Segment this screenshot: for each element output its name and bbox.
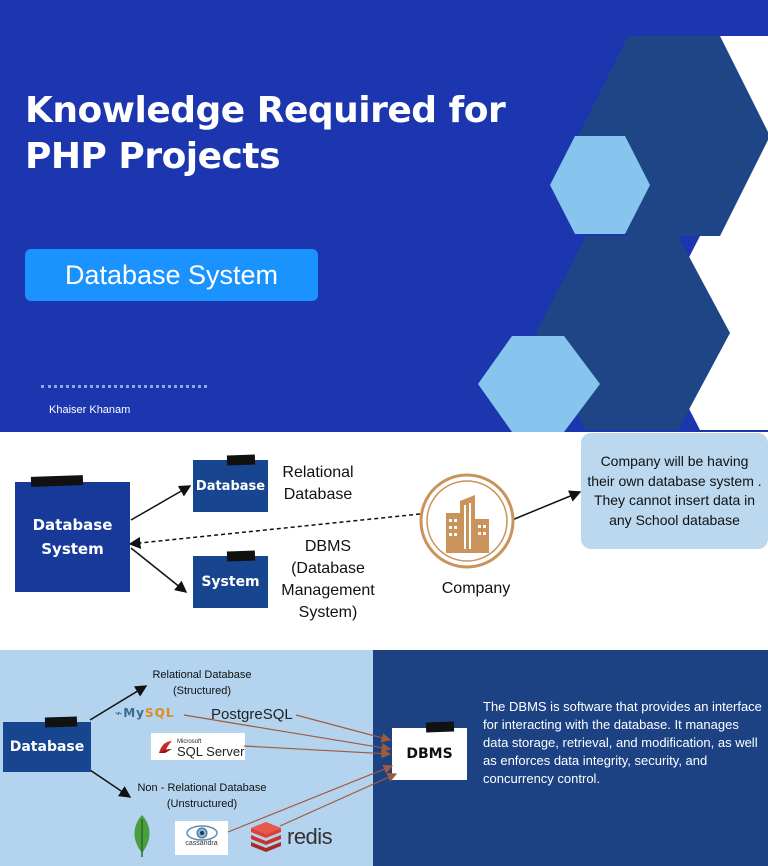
- eye-icon: [185, 825, 218, 841]
- logo-to-dbms-arrows: [183, 714, 398, 833]
- nonrelational-unstructured-label: Non - Relational Database (Unstructured): [137, 782, 267, 810]
- arrow-to-nonrelational: [89, 769, 132, 798]
- database-system-label: Database System: [32, 516, 113, 558]
- relational-structured-label: Relational Database (Structured): [152, 669, 252, 697]
- database-system-diagram: Database System Database Relational Data…: [0, 432, 768, 650]
- tech-connectors: [89, 685, 148, 798]
- redis-logo: redis: [249, 822, 333, 852]
- company-label: Company: [441, 580, 511, 597]
- mysql-logo: ⌁MySQL: [115, 706, 175, 720]
- arrow-mysql-dbms: [183, 714, 392, 753]
- leaf-icon: [134, 815, 150, 857]
- building-icon: [419, 473, 515, 569]
- dbms-box-label: DBMS: [406, 746, 453, 762]
- arrow-redis-dbms: [279, 773, 398, 827]
- postgresql-logo: PostgreSQL: [211, 706, 293, 723]
- arrow-to-system: [130, 547, 188, 593]
- dbms-box: DBMS: [392, 721, 467, 780]
- database-tag: Database: [3, 716, 91, 772]
- arrow-to-relational: [89, 685, 148, 721]
- system-label: System: [201, 574, 260, 590]
- redis-cube-icon: [251, 822, 281, 852]
- dbms-panel: DBMS The DBMS is software that provides …: [373, 650, 768, 866]
- tape-strip: [226, 550, 256, 562]
- hexagon-decoration: [478, 36, 768, 432]
- dotted-divider: [41, 385, 207, 388]
- database-box: Database: [193, 454, 268, 512]
- arrow-to-database: [130, 485, 192, 521]
- relational-database-label: Relational Database: [282, 464, 354, 503]
- system-box: System: [193, 550, 268, 608]
- database-system-button[interactable]: Database System: [25, 249, 318, 301]
- cassandra-logo: cassandra: [175, 821, 228, 855]
- dolphin-icon: ⌁: [115, 706, 124, 720]
- dbms-label: DBMS (Database Management System): [281, 538, 375, 621]
- arrow-postgres-dbms: [295, 714, 392, 743]
- hexagon-light-lower: [478, 336, 600, 432]
- database-types-panel: Database Relational Database (Structured…: [0, 650, 373, 866]
- database-label: Database: [195, 478, 266, 494]
- arrow-cassandra-dbms: [227, 764, 394, 833]
- tape-strip: [226, 454, 256, 466]
- company-note: Company will be having their own databas…: [581, 433, 768, 549]
- diagram-connectors: [128, 485, 582, 593]
- author-name: Khaiser Khanam: [49, 404, 131, 416]
- tape-strip: [30, 475, 84, 487]
- hexagon-light-upper: [550, 136, 650, 234]
- arrow-to-company-note: [511, 490, 582, 521]
- sql-server-icon: [159, 740, 172, 753]
- dbms-description: The DBMS is software that provides an in…: [483, 699, 762, 786]
- database-system-box: Database System: [15, 475, 130, 592]
- database-tag-label: Database: [9, 739, 85, 755]
- arrow-sqlserver-dbms: [243, 745, 392, 759]
